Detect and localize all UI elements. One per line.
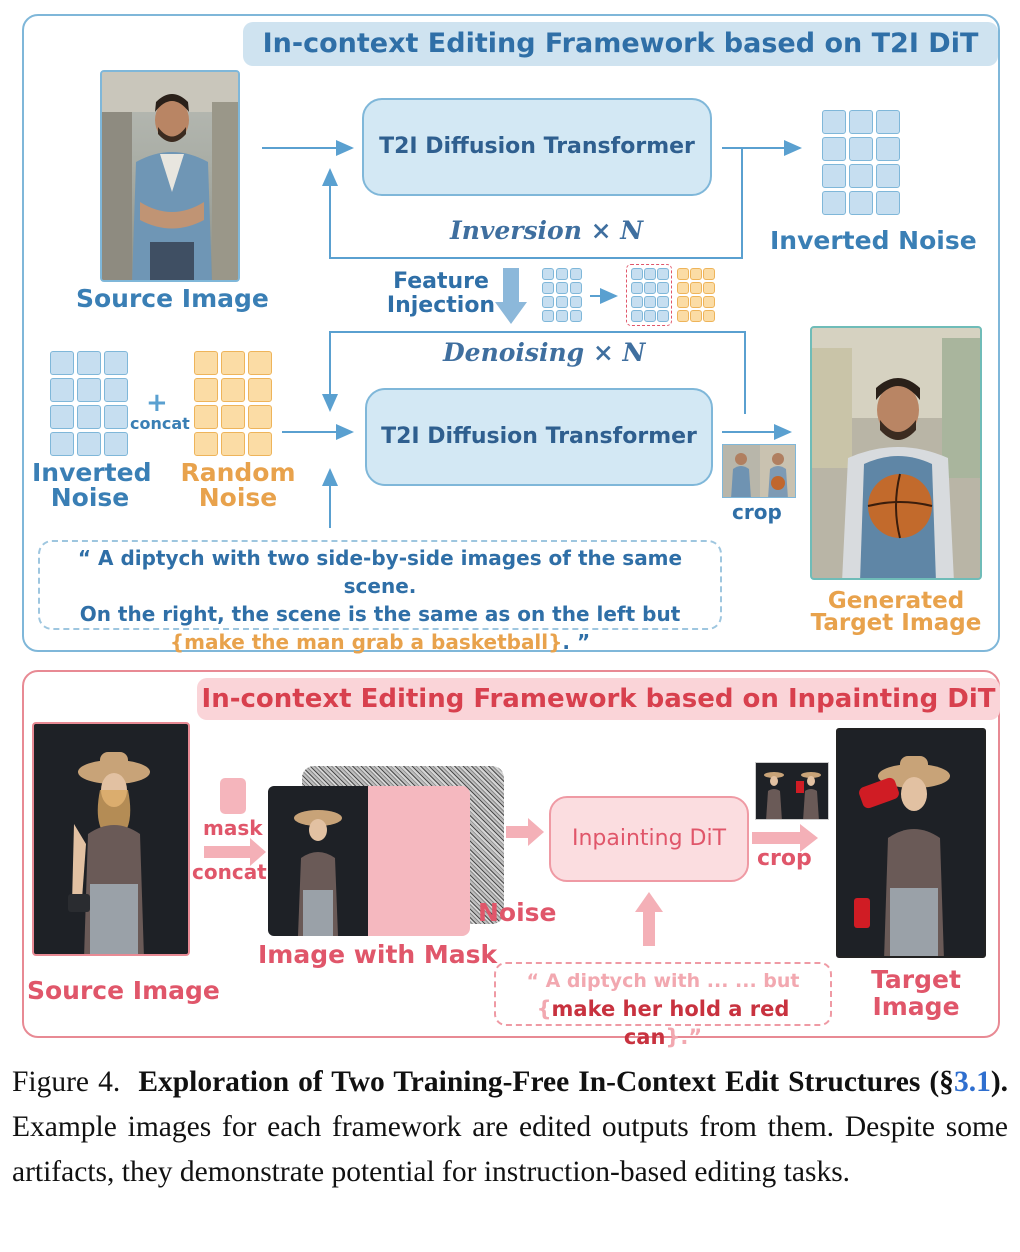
t2i-framework-panel [22,14,1000,652]
random-noise-line-2: Noise [198,483,278,512]
noise-cell [822,164,846,188]
prompt-end-bottom: .” [680,1025,703,1049]
random-noise-label: Random Noise [176,460,300,510]
caption-body: Example images for each framework are ed… [12,1111,1008,1188]
target-label-line-2: Image [872,992,960,1021]
t2i-panel-title: In-context Editing Framework based on T2… [243,22,998,66]
generated-target-label: Generated Target Image [808,588,984,636]
caption-figure-label: Figure 4. [12,1066,121,1098]
mask-label: mask [203,816,263,840]
t2i-dit-label-inversion: T2I Diffusion Transformer [379,134,695,159]
inpainting-dit-block: Inpainting DiT [549,796,749,882]
concat-label-top: concat [130,414,190,433]
inverted-noise-label-left: Inverted Noise [32,458,152,512]
figure-caption: Figure 4. Exploration of Two Training-Fr… [12,1060,1008,1195]
prompt-line-2-top: On the right, the scene is the same as o… [79,602,681,626]
prompt-brace-open: { [536,997,552,1021]
source-image-label-bottom: Source Image [27,976,220,1005]
generated-label-line-1: Generated [827,588,965,614]
prompt-line-1-top: “ A diptych with two side-by-side images… [77,546,683,598]
plus-icon: + [146,388,168,418]
prompt-brace-close: } [665,1025,681,1049]
mask-icon [220,778,246,814]
noise-cell [876,191,900,215]
noise-cell [876,137,900,161]
inpainting-panel-title: In-context Editing Framework based on In… [197,678,1000,720]
feature-injection-line-1: Feature [393,269,489,294]
noise-cell [849,191,873,215]
crop-label-top: crop [732,500,782,524]
inverted-noise-left-line-2: Noise [50,483,130,512]
noise-cell [822,137,846,161]
noise-cell [822,110,846,134]
source-image-label-top: Source Image [76,284,269,313]
noise-cell [876,164,900,188]
inpainting-framework-panel [22,670,1000,1038]
inpainting-dit-label: Inpainting DiT [571,826,727,851]
target-image-label: Target Image [836,966,996,1020]
t2i-dit-block-inversion: T2I Diffusion Transformer [362,98,712,196]
masked-source-image [268,786,368,936]
prompt-instruction-bottom: make her hold a red can [551,997,790,1049]
noise-cell [822,191,846,215]
image-with-mask-label: Image with Mask [258,940,498,969]
source-image-man [100,70,240,282]
inversion-loop-label: Inversion × N [450,216,644,245]
prompt-line-1-bottom: “ A diptych with ... ... but [526,970,800,992]
noise-cell [849,137,873,161]
t2i-dit-block-denoising: T2I Diffusion Transformer [365,388,713,486]
caption-section-ref[interactable]: 3.1 [953,1066,991,1098]
crop-label-bottom: crop [757,846,812,871]
diptych-thumbnail-bottom [755,762,829,820]
caption-title: Exploration of Two Training-Free In-Cont… [138,1066,954,1098]
random-noise-line-1: Random [180,458,296,487]
feature-injection-label: Feature Injection [386,270,496,318]
caption-title-end: ). [990,1066,1009,1098]
noise-cell [876,110,900,134]
generated-label-line-2: Target Image [810,610,982,636]
injection-target-dashed-box [626,264,672,326]
prompt-instruction-top: {make the man grab a basketball} [169,630,563,654]
denoising-loop-label: Denoising × N [443,338,646,367]
t2i-dit-label-denoising: T2I Diffusion Transformer [381,424,697,449]
noise-cell [849,110,873,134]
prompt-box-bottom: “ A diptych with ... ... but {make her h… [494,962,832,1049]
target-label-line-1: Target [871,965,961,994]
prompt-box-top: “ A diptych with two side-by-side images… [38,540,722,654]
source-image-woman [32,722,190,956]
diptych-thumbnail-top [722,444,796,498]
prompt-end-top: . ” [562,630,591,654]
noise-cell [849,164,873,188]
feature-injection-line-2: Injection [386,293,496,318]
concat-label-bottom: concat [192,860,267,884]
inverted-noise-label-top: Inverted Noise [770,226,977,255]
target-image-woman [836,728,986,958]
noise-label: Noise [478,898,557,927]
generated-target-image [810,326,982,580]
inverted-noise-left-line-1: Inverted [32,458,152,487]
